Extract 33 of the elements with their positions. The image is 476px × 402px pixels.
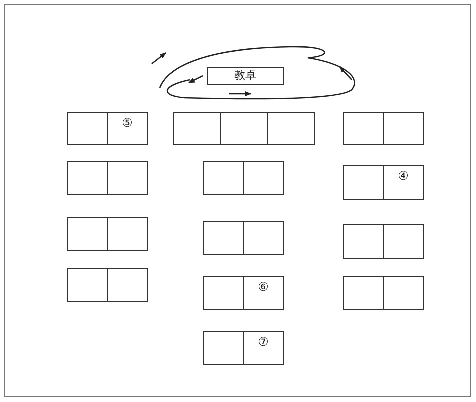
desk-label: 教卓 bbox=[234, 70, 258, 81]
seat bbox=[220, 112, 268, 145]
seat bbox=[203, 221, 244, 255]
seat-number: ⑦ bbox=[257, 336, 270, 348]
seat bbox=[243, 161, 284, 195]
seat bbox=[67, 217, 108, 251]
seat bbox=[343, 112, 384, 145]
seat bbox=[203, 276, 244, 310]
seat bbox=[67, 161, 108, 195]
teacher-desk bbox=[207, 67, 284, 85]
seat bbox=[343, 276, 384, 310]
seat bbox=[203, 161, 244, 195]
seat bbox=[243, 221, 284, 255]
seat bbox=[383, 165, 424, 200]
seat bbox=[67, 268, 108, 302]
seat bbox=[343, 224, 384, 259]
seat bbox=[107, 161, 148, 195]
seat bbox=[203, 331, 244, 365]
seat-number: ⑥ bbox=[257, 281, 270, 293]
seat bbox=[173, 112, 221, 145]
seat bbox=[343, 165, 384, 200]
seat bbox=[243, 276, 284, 310]
seat bbox=[383, 276, 424, 310]
seat-number: ⑤ bbox=[121, 117, 134, 129]
seat bbox=[267, 112, 315, 145]
seat-number: ④ bbox=[397, 170, 410, 182]
seat bbox=[107, 268, 148, 302]
seat bbox=[383, 112, 424, 145]
seat bbox=[107, 217, 148, 251]
seat bbox=[243, 331, 284, 365]
seat bbox=[67, 112, 108, 145]
seat bbox=[107, 112, 148, 145]
seat bbox=[383, 224, 424, 259]
